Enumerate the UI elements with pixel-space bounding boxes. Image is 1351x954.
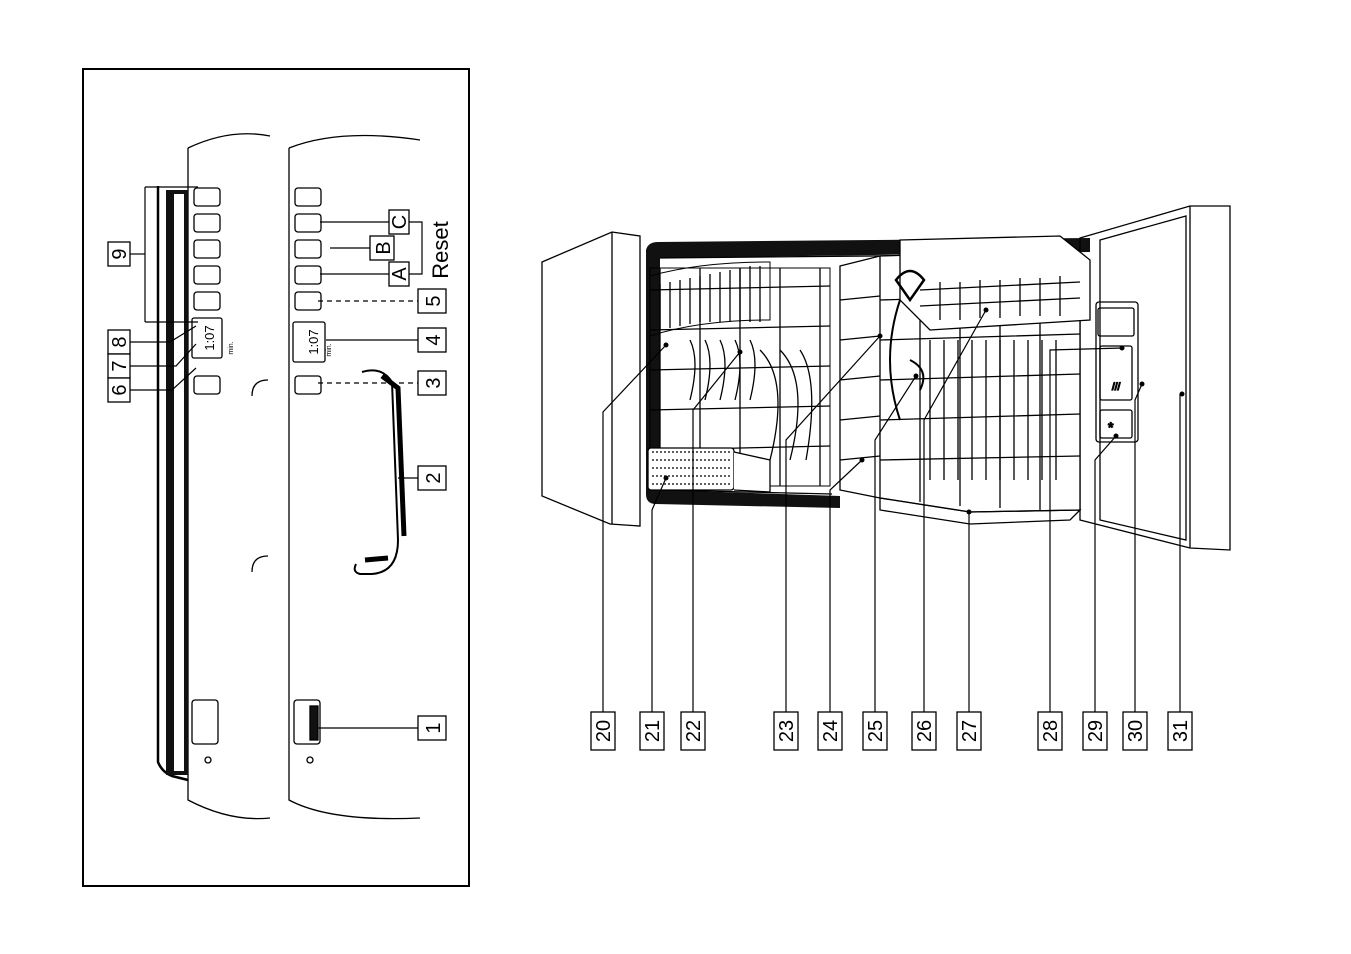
callout-27: 27 [957, 712, 981, 750]
display-unit-label: min. [228, 341, 235, 354]
callout-21: 21 [640, 712, 664, 750]
door-edge-view-right [289, 136, 420, 819]
svg-text:5: 5 [423, 295, 445, 306]
upper-basket [648, 262, 830, 492]
svg-text:Reset: Reset [428, 221, 453, 278]
svg-text:27: 27 [959, 720, 981, 742]
callout-6: 6 [108, 378, 131, 402]
display-readout-left: 1:07 [202, 325, 217, 350]
svg-text:2: 2 [423, 472, 445, 483]
svg-text:C: C [389, 215, 411, 229]
svg-text:3: 3 [423, 377, 445, 388]
svg-text:25: 25 [865, 720, 887, 742]
callout-2: 2 [418, 466, 446, 490]
callout-A: A [389, 262, 411, 286]
callout-30: 30 [1123, 712, 1147, 750]
display-readout-right: 1:07 [306, 329, 321, 354]
dishwasher-figure: /// * [542, 206, 1230, 550]
svg-text:4: 4 [423, 334, 445, 345]
callout-20: 20 [591, 712, 615, 750]
callout-29: 29 [1083, 712, 1107, 750]
callout-24: 24 [818, 712, 842, 750]
svg-text:A: A [389, 267, 411, 281]
svg-text:6: 6 [109, 384, 131, 395]
svg-text:22: 22 [683, 720, 705, 742]
svg-text:20: 20 [593, 720, 615, 742]
svg-text:24: 24 [820, 720, 842, 742]
callout-25: 25 [863, 712, 887, 750]
callout-4: 4 [418, 328, 446, 352]
callout-28: 28 [1038, 712, 1062, 750]
svg-text:29: 29 [1085, 720, 1107, 742]
callout-8: 8 [108, 330, 131, 354]
display-readout-text: 1:07 [306, 329, 321, 354]
svg-text:23: 23 [776, 720, 798, 742]
svg-text:30: 30 [1125, 720, 1147, 742]
callout-9: 9 [108, 242, 131, 266]
callout-22: 22 [681, 712, 705, 750]
reset-label: Reset [428, 221, 453, 278]
svg-text:8: 8 [109, 336, 131, 347]
svg-text:21: 21 [642, 720, 664, 742]
open-door [1080, 206, 1230, 550]
svg-text:9: 9 [109, 248, 131, 259]
svg-text:*: * [1108, 419, 1114, 435]
callout-23: 23 [774, 712, 798, 750]
callout-26: 26 [912, 712, 936, 750]
svg-text:28: 28 [1040, 720, 1062, 742]
side-wall-left [542, 232, 640, 526]
display-readout-text: 1:07 [202, 325, 217, 350]
svg-text:///: /// [1112, 382, 1121, 393]
svg-text:1: 1 [423, 722, 445, 733]
lower-basket [840, 236, 1090, 524]
callout-7: 7 [108, 354, 131, 378]
display-unit-label: min. [326, 343, 333, 356]
door-edge-view-left [158, 134, 270, 819]
callout-1: 1 [418, 716, 446, 740]
callout-B: B [370, 236, 395, 260]
control-panel-figure: 1:07 1:07 min. min. [83, 69, 469, 886]
svg-text:26: 26 [914, 720, 936, 742]
callout-3: 3 [418, 371, 446, 395]
callout-C: C [389, 210, 411, 234]
callout-31: 31 [1168, 712, 1192, 750]
svg-text:31: 31 [1170, 720, 1192, 742]
callout-5: 5 [418, 289, 446, 313]
svg-text:7: 7 [109, 360, 131, 371]
svg-text:B: B [373, 241, 395, 254]
